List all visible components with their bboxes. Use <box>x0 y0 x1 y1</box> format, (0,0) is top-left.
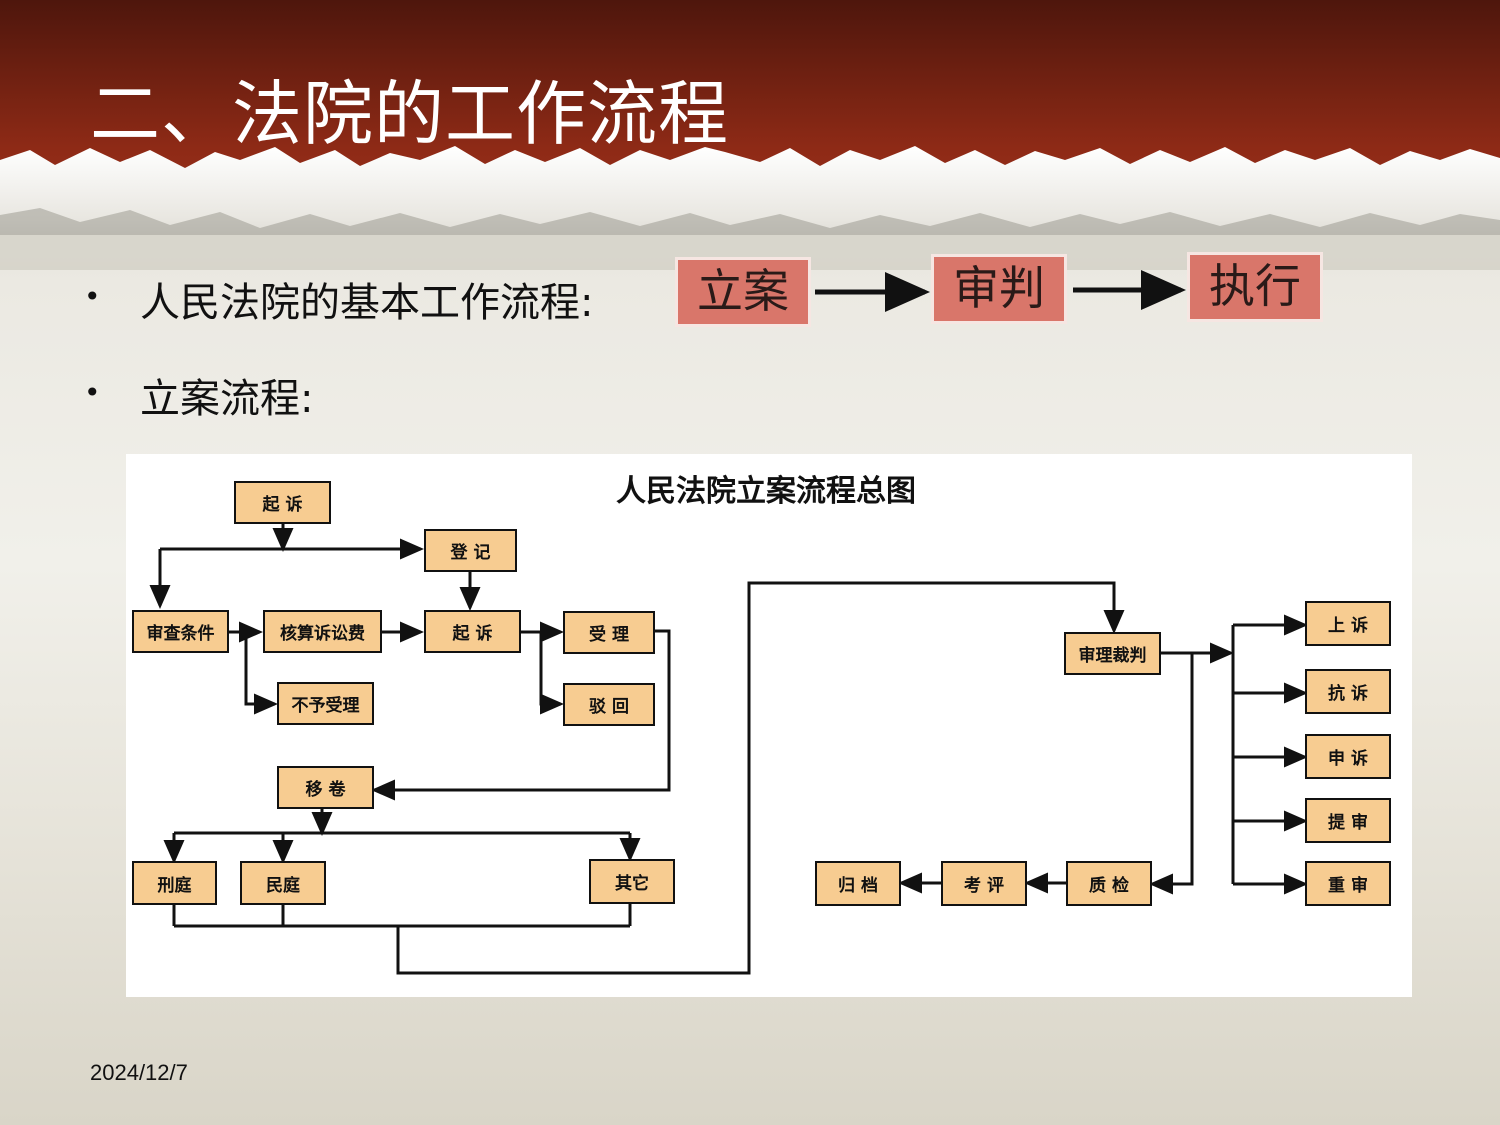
node-shangsu: 上 诉 <box>1305 601 1391 646</box>
node-kangsu: 抗 诉 <box>1305 669 1391 714</box>
node-dengji: 登 记 <box>424 529 517 572</box>
flowchart-title: 人民法院立案流程总图 <box>616 474 916 509</box>
slide-date: 2024/12/7 <box>90 1060 188 1085</box>
node-shenli: 审理裁判 <box>1064 632 1161 675</box>
node-hesuan: 核算诉讼费 <box>263 610 382 653</box>
node-kaoping: 考 评 <box>941 861 1027 906</box>
filing-flowchart: 人民法院立案流程总图 起 诉 登 记 审查条件 核算诉讼费 起 诉 受 理 不予… <box>126 454 1412 997</box>
node-guidang: 归 档 <box>815 861 901 906</box>
node-tishen: 提 审 <box>1305 798 1391 843</box>
node-xingting: 刑庭 <box>132 861 217 905</box>
node-shensu: 申 诉 <box>1305 734 1391 779</box>
node-buyu: 不予受理 <box>277 682 374 725</box>
node-shencha: 审查条件 <box>132 610 229 653</box>
step-execution: 执行 <box>1187 252 1323 322</box>
node-minting: 民庭 <box>240 861 326 905</box>
step-trial: 审判 <box>931 254 1067 324</box>
step-filing: 立案 <box>675 257 811 327</box>
node-zhijian: 质 检 <box>1066 861 1152 906</box>
bullet-basic-flow: 人民法院的基本工作流程: <box>140 280 594 326</box>
basic-flow-arrows <box>815 270 1186 312</box>
node-shouli: 受 理 <box>563 611 655 654</box>
bullet-filing-flow: 立案流程: <box>140 376 314 422</box>
node-chongshen: 重 审 <box>1305 861 1391 906</box>
node-yijuan: 移 卷 <box>277 766 374 809</box>
node-bohui: 驳 回 <box>563 683 655 726</box>
node-qisu-top: 起 诉 <box>234 481 331 524</box>
slide-title: 二、法院的工作流程 <box>90 73 729 155</box>
bullet-marker: • <box>84 280 101 313</box>
node-qita: 其它 <box>589 859 675 904</box>
bullet-marker: • <box>84 376 101 409</box>
flowchart-connectors <box>149 524 1308 975</box>
title-banner <box>0 0 1500 270</box>
node-qisu-mid: 起 诉 <box>424 610 521 653</box>
